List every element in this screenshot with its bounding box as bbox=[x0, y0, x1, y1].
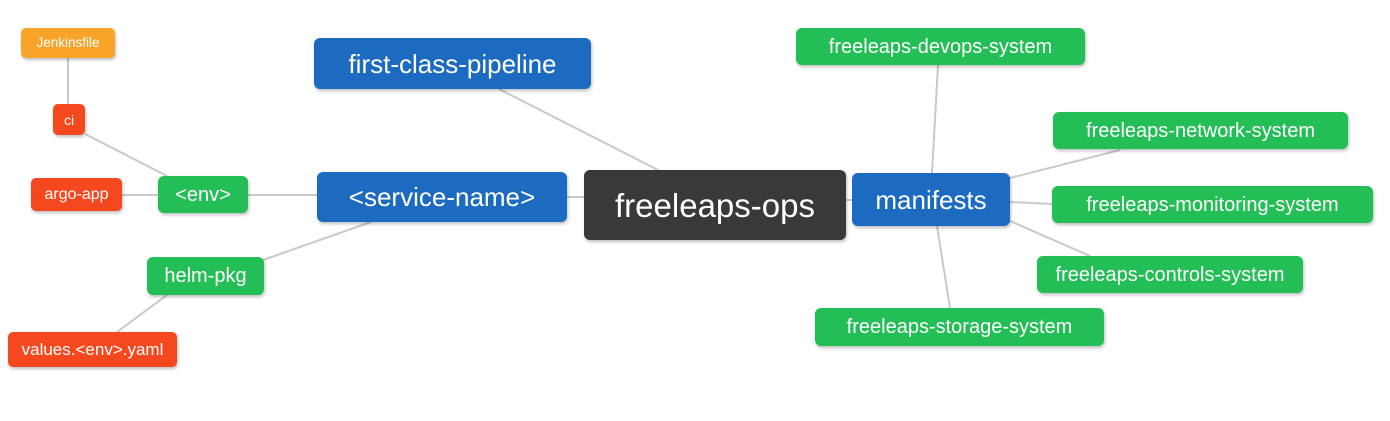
node-freeleaps-monitoring-system[interactable]: freeleaps-monitoring-system bbox=[1052, 186, 1373, 223]
node-jenkinsfile[interactable]: Jenkinsfile bbox=[21, 28, 115, 58]
edge-helm-pkg-service-name bbox=[262, 221, 372, 261]
node-manifests[interactable]: manifests bbox=[852, 173, 1010, 226]
node-argo-app[interactable]: argo-app bbox=[31, 178, 122, 211]
node-values-env-yaml[interactable]: values.<env>.yaml bbox=[8, 332, 177, 367]
edge-values-helm-pkg bbox=[116, 294, 168, 333]
edge-ci-env bbox=[84, 133, 168, 177]
edge-manifests-controls bbox=[1009, 220, 1091, 257]
node-freeleaps-network-system[interactable]: freeleaps-network-system bbox=[1053, 112, 1348, 149]
node-ci[interactable]: ci bbox=[53, 104, 85, 135]
node-freeleaps-storage-system[interactable]: freeleaps-storage-system bbox=[815, 308, 1104, 346]
edge-manifests-devops bbox=[931, 64, 939, 174]
node-freeleaps-controls-system[interactable]: freeleaps-controls-system bbox=[1037, 256, 1303, 293]
edge-manifests-monitoring bbox=[1009, 201, 1053, 205]
edge-manifests-network bbox=[1009, 149, 1121, 179]
node-freeleaps-devops-system[interactable]: freeleaps-devops-system bbox=[796, 28, 1085, 65]
node-first-class-pipeline[interactable]: first-class-pipeline bbox=[314, 38, 591, 89]
node-env[interactable]: <env> bbox=[158, 176, 248, 213]
edge-pipeline-ops bbox=[498, 88, 659, 171]
node-freeleaps-ops-root[interactable]: freeleaps-ops bbox=[584, 170, 846, 240]
node-service-name[interactable]: <service-name> bbox=[317, 172, 567, 222]
node-helm-pkg[interactable]: helm-pkg bbox=[147, 257, 264, 295]
edge-manifests-storage bbox=[936, 225, 951, 309]
